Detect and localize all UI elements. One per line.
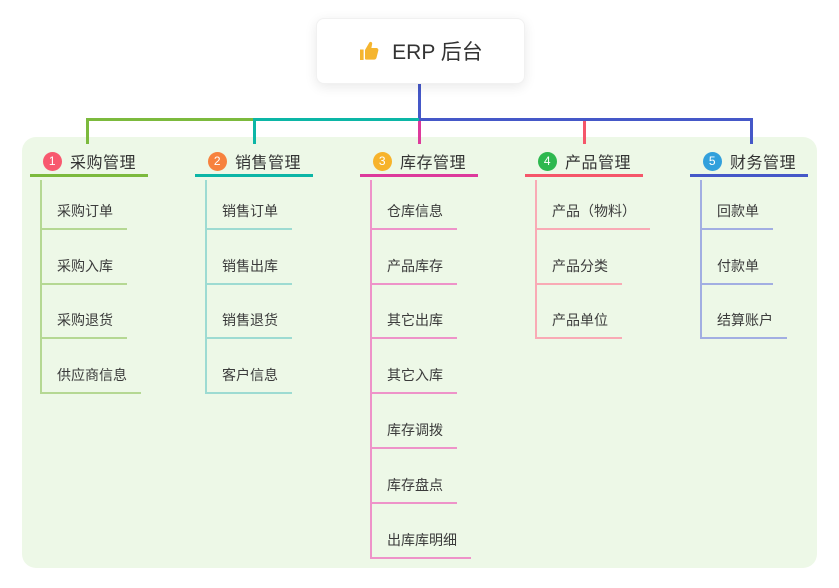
branch-children: 产品（物料） 产品分类 产品单位 (525, 175, 650, 340)
mindmap-child-node[interactable]: 供应商信息 (40, 365, 141, 395)
mindmap-child-node[interactable]: 产品分类 (535, 256, 622, 285)
list-item: 其它出库 (370, 285, 471, 340)
list-item: 出库库明细 (370, 504, 471, 559)
root-title: ERP 后台 (392, 41, 483, 64)
connector-bus-segment (86, 118, 253, 121)
list-item: 采购退货 (40, 285, 141, 340)
list-item: 采购入库 (40, 230, 141, 285)
list-item: 销售出库 (205, 230, 292, 285)
branch-title: 销售管理 (235, 155, 302, 172)
branch-title: 采购管理 (70, 155, 137, 172)
branches-background-panel (22, 137, 817, 568)
branch-product: 4 产品管理 产品（物料） 产品分类 产品单位 (525, 148, 650, 340)
branch-trunk-line (40, 180, 42, 395)
mindmap-child-node[interactable]: 销售出库 (205, 256, 292, 285)
mindmap-child-node[interactable]: 销售退货 (205, 310, 292, 340)
list-item: 采购订单 (40, 175, 141, 230)
mindmap-child-node[interactable]: 库存盘点 (370, 475, 457, 504)
mindmap-child-node[interactable]: 采购入库 (40, 256, 127, 285)
branch-trunk-line (535, 180, 537, 340)
mindmap-child-node[interactable]: 库存调拨 (370, 420, 457, 449)
list-item: 供应商信息 (40, 339, 141, 395)
mindmap-child-node[interactable]: 出库库明细 (370, 530, 471, 559)
thumbs-up-icon (358, 39, 382, 63)
list-item: 客户信息 (205, 339, 292, 395)
mindmap-child-node[interactable]: 采购订单 (40, 201, 127, 230)
branch-number-badge: 5 (703, 151, 722, 171)
connector-drop-line (750, 118, 753, 144)
list-item: 销售订单 (205, 175, 292, 230)
list-item: 销售退货 (205, 285, 292, 340)
branch-children: 仓库信息 产品库存 其它出库 其它入库 库存调拨 库存盘点 出库库明细 (360, 175, 471, 559)
root-node[interactable]: ERP 后台 (316, 18, 525, 84)
connector-drop-line (86, 118, 89, 144)
list-item: 产品（物料） (535, 175, 650, 230)
connector-drop-line (253, 118, 256, 144)
branch-title: 库存管理 (400, 155, 467, 172)
branch-header[interactable]: 5 财务管理 (690, 148, 808, 177)
mindmap-child-node[interactable]: 结算账户 (700, 310, 787, 340)
list-item: 回款单 (700, 175, 787, 230)
branch-number-badge: 1 (43, 151, 62, 171)
branch-finance: 5 财务管理 回款单 付款单 结算账户 (690, 148, 808, 340)
branch-inventory: 3 库存管理 仓库信息 产品库存 其它出库 其它入库 库存调拨 库存盘点 出库库… (360, 148, 478, 559)
branch-trunk-line (700, 180, 702, 340)
connector-drop-line (583, 121, 586, 144)
list-item: 其它入库 (370, 339, 471, 395)
branch-trunk-line (370, 180, 372, 559)
mindmap-child-node[interactable]: 产品单位 (535, 310, 622, 340)
branch-children: 采购订单 采购入库 采购退货 供应商信息 (30, 175, 141, 395)
branch-header[interactable]: 4 产品管理 (525, 148, 643, 177)
mindmap-child-node[interactable]: 采购退货 (40, 310, 127, 340)
mindmap-child-node[interactable]: 其它出库 (370, 310, 457, 340)
branch-sales: 2 销售管理 销售订单 销售出库 销售退货 客户信息 (195, 148, 313, 395)
branch-children: 销售订单 销售出库 销售退货 客户信息 (195, 175, 292, 395)
mindmap-child-node[interactable]: 其它入库 (370, 365, 457, 395)
branch-procurement: 1 采购管理 采购订单 采购入库 采购退货 供应商信息 (30, 148, 148, 395)
branch-title: 财务管理 (730, 155, 797, 172)
list-item: 结算账户 (700, 285, 787, 340)
connector-drop-line (418, 121, 421, 144)
branch-number-badge: 4 (538, 151, 557, 171)
branch-number-badge: 2 (208, 151, 227, 171)
connector-bus-segment (253, 118, 419, 121)
mindmap-child-node[interactable]: 客户信息 (205, 365, 292, 395)
list-item: 产品库存 (370, 230, 471, 285)
connector-bus-segment (419, 118, 753, 121)
branch-header[interactable]: 2 销售管理 (195, 148, 313, 177)
list-item: 付款单 (700, 230, 787, 285)
list-item: 产品单位 (535, 285, 650, 340)
mindmap-child-node[interactable]: 产品库存 (370, 256, 457, 285)
branch-header[interactable]: 3 库存管理 (360, 148, 478, 177)
branch-trunk-line (205, 180, 207, 395)
mindmap-child-node[interactable]: 回款单 (700, 201, 773, 230)
list-item: 库存调拨 (370, 394, 471, 449)
list-item: 产品分类 (535, 230, 650, 285)
mindmap-child-node[interactable]: 销售订单 (205, 201, 292, 230)
list-item: 仓库信息 (370, 175, 471, 230)
root-connector-line (418, 82, 421, 119)
list-item: 库存盘点 (370, 449, 471, 504)
branch-title: 产品管理 (565, 155, 632, 172)
branch-number-badge: 3 (373, 151, 392, 171)
branch-children: 回款单 付款单 结算账户 (690, 175, 787, 340)
mindmap-child-node[interactable]: 仓库信息 (370, 201, 457, 230)
mindmap-child-node[interactable]: 产品（物料） (535, 201, 650, 230)
branch-header[interactable]: 1 采购管理 (30, 148, 148, 177)
mindmap-child-node[interactable]: 付款单 (700, 256, 773, 285)
